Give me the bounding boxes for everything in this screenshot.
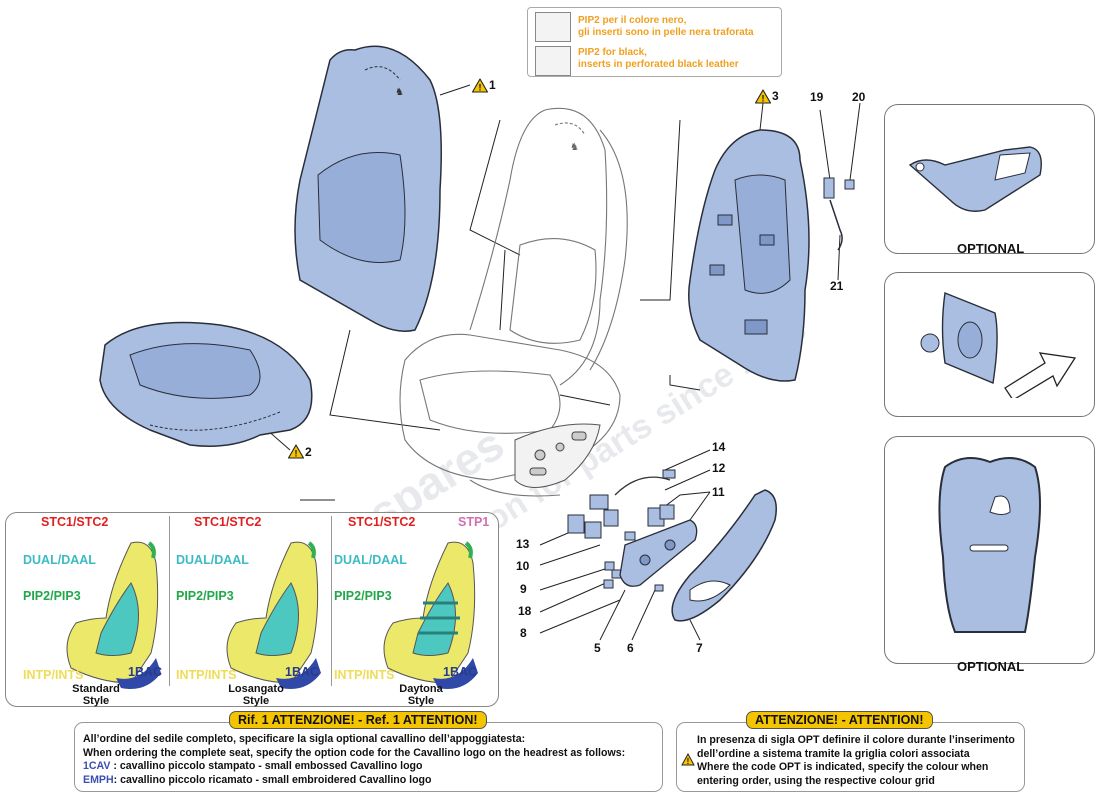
callout-18: 18 [518,604,532,618]
svg-text:♞: ♞ [570,142,579,153]
standard-style-name: Standard Style [56,683,136,707]
note-left-code2: EMPH [83,773,114,786]
losangato-stc-label: STC1/STC2 [194,515,262,529]
cushion-cover [99,321,313,447]
callout-2: 2 [305,445,312,459]
standard-dual-label: DUAL/DAAL [23,553,96,567]
optional-panel-15 [884,104,1095,254]
panel-15-illustration [908,146,1042,212]
svg-text:♞: ♞ [395,87,404,98]
callout-11: 11 [712,485,725,499]
style-seat-illustrations [66,541,478,689]
callout-9: 9 [520,582,527,596]
note-right-line4: entering order, using the respective col… [697,774,935,787]
note-left-line2: When ordering the complete seat, specify… [83,746,626,759]
pip-note-it-line1: PIP2 per il colore nero, [578,15,687,26]
note-right: ! In presenza di sigla OPT definire il c… [676,722,1025,792]
callout-12: 12 [712,461,726,475]
standard-stc-label: STC1/STC2 [41,515,109,529]
standard-style-name-line1: Standard [72,683,120,695]
note-right-line3: Where the code OPT is indicated, specify… [697,761,989,773]
note-left-title: Rif. 1 ATTENZIONE! - Ref. 1 ATTENTION! [229,711,487,729]
callout-3: 3 [772,89,779,103]
seat-styles-box: STC1/STC2 DUAL/DAAL PIP2/PIP3 INTP/INTS … [5,512,499,707]
losangato-pip-label: PIP2/PIP3 [176,589,234,603]
losangato-style-name-line1: Losangato [228,683,284,695]
daytona-pip-label: PIP2/PIP3 [334,589,392,603]
daytona-style-name-line2: Style [407,695,435,707]
losangato-style-name-line2: Style [242,695,270,707]
panel-16-17 [884,272,1095,417]
callout-1: 1 [489,78,496,92]
pip-note-en-line1: PIP2 for black, [578,47,647,58]
panel-4-illustration [938,457,1041,633]
note-right-title: ATTENZIONE! - ATTENTION! [746,711,933,729]
pip-thumb-perforated [535,46,571,76]
losangato-style-name: Losangato Style [216,683,296,707]
side-trim [671,489,777,622]
complete-seat-outline: ♞ [399,107,628,497]
switch-bezel [619,519,698,592]
pip-note-it-line2: gli inserti sono in pelle nera traforata [578,27,754,38]
optional-panel-4 [884,436,1095,664]
optional-label-bottom: OPTIONAL [957,659,1025,674]
backrest-shell [688,129,810,382]
daytona-stc-label: STC1/STC2 [348,515,416,529]
standard-intp-label: INTP/INTS [23,668,84,682]
daytona-intp-label: INTP/INTS [334,668,395,682]
losangato-intp-label: INTP/INTS [176,668,237,682]
callout-5: 5 [594,641,601,655]
callout-13: 13 [516,537,530,551]
clip-parts [823,177,855,251]
standard-bac-label: 1BAC [128,665,163,679]
callout-10: 10 [516,559,530,573]
note-left-code2-text: : cavallino piccolo ricamato - small emb… [113,773,432,786]
losangato-bac-label: 1BAC [285,665,320,679]
daytona-style-name-line1: Daytona [399,683,443,695]
note-left-code1-text: : cavallino piccolo stampato - small emb… [110,760,423,772]
seat-switch-panel [514,423,601,488]
callout-19: 19 [810,90,824,104]
backrest-cover: ♞ [294,45,442,332]
optional-label-top: OPTIONAL [957,241,1025,256]
daytona-style-name: Daytona Style [381,683,461,707]
callout-14: 14 [712,440,726,454]
switch-parts [567,469,676,589]
note-left-code1: 1CAV [83,760,111,772]
callout-8: 8 [520,626,527,640]
note-right-line2: dell’ordine a sistema tramite la griglia… [697,747,970,760]
svg-text:!: ! [687,757,690,766]
daytona-bac-label: 1BAC [443,665,478,679]
pip-note-en-line2: inserts in perforated black leather [578,59,739,70]
standard-style-name-line2: Style [82,695,110,707]
daytona-dual-label: DUAL/DAAL [334,553,407,567]
warning-icon: ! [681,753,695,766]
losangato-dual-label: DUAL/DAAL [176,553,249,567]
daytona-stp-label: STP1 [458,515,490,529]
note-left-line1: All’ordine del sedile completo, specific… [83,733,526,745]
pip-note-box: PIP2 per il colore nero, gli inserti son… [527,7,782,77]
callout-21: 21 [830,279,844,293]
note-right-line1: In presenza di sigla OPT definire il col… [697,734,1015,746]
callout-7: 7 [696,641,703,655]
callout-20: 20 [852,90,866,104]
pip-thumb-black [535,12,571,42]
panel-16-illustration [920,292,1077,398]
callout-6: 6 [627,641,634,655]
note-left: All’ordine del sedile completo, specific… [74,722,663,792]
standard-pip-label: PIP2/PIP3 [23,589,81,603]
